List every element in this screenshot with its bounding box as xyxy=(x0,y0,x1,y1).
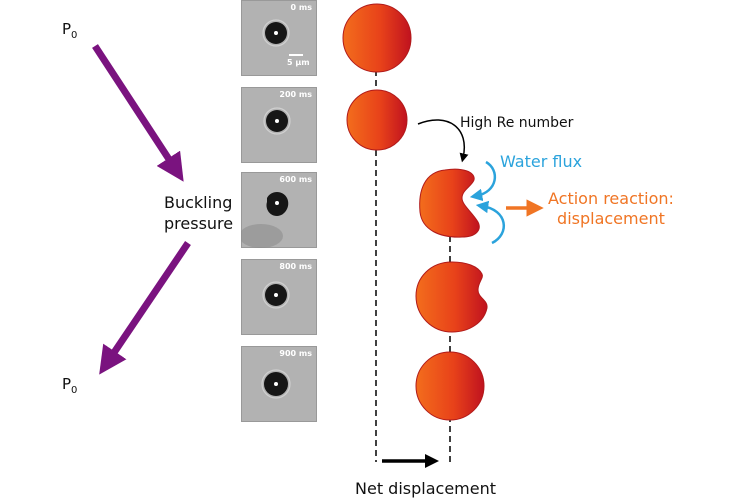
frame-timestamp: 600 ms xyxy=(279,175,312,184)
pressure-arrow-bottom xyxy=(99,241,191,375)
particle-recovering xyxy=(415,261,488,333)
high-re-label: High Re number xyxy=(460,115,574,131)
pressure-arrow-top xyxy=(92,44,184,182)
frame-timestamp: 800 ms xyxy=(279,262,312,271)
action-reaction-line-1: Action reaction: xyxy=(548,189,674,208)
buckling-label-line-1: Buckling xyxy=(164,193,233,212)
action-reaction-line-2: displacement xyxy=(557,209,665,228)
particle-buckled xyxy=(419,168,480,238)
particle-0ms xyxy=(342,3,412,73)
water-flux-arrow-top xyxy=(469,160,497,202)
micro-bubble-icon xyxy=(262,19,290,47)
microscopy-frame-800ms: 800 ms xyxy=(241,259,317,335)
buckling-label-line-2: pressure xyxy=(164,214,234,233)
pressure-label-bottom: P0 xyxy=(62,375,78,396)
high-re-arrow xyxy=(417,119,469,163)
net-displacement-label: Net displacement xyxy=(355,479,496,498)
micro-bubble-icon xyxy=(261,369,291,399)
microscopy-frame-0ms: 0 ms 5 µm xyxy=(241,0,317,76)
action-reaction-label: Action reaction: displacement xyxy=(548,189,674,229)
particle-200ms xyxy=(346,89,408,151)
frame-timestamp: 0 ms xyxy=(290,3,312,12)
frame-timestamp: 900 ms xyxy=(279,349,312,358)
scale-bar-line xyxy=(289,54,303,56)
particle-final xyxy=(415,351,485,421)
water-flux-label: Water flux xyxy=(500,152,583,171)
pressure-label-top: P0 xyxy=(62,20,78,41)
micro-bubble-icon xyxy=(263,107,291,135)
frame-timestamp: 200 ms xyxy=(279,90,312,99)
micro-bubble-deformed-icon xyxy=(241,192,289,248)
microscopy-frame-200ms: 200 ms xyxy=(241,87,317,163)
microscopy-frame-600ms: 600 ms xyxy=(241,172,317,248)
micro-bubble-icon xyxy=(262,281,290,309)
scale-bar-label: 5 µm xyxy=(287,58,310,67)
buckling-pressure-label: Buckling pressure xyxy=(164,192,233,234)
water-flux-arrow-bottom xyxy=(475,200,506,245)
microscopy-frame-900ms: 900 ms xyxy=(241,346,317,422)
